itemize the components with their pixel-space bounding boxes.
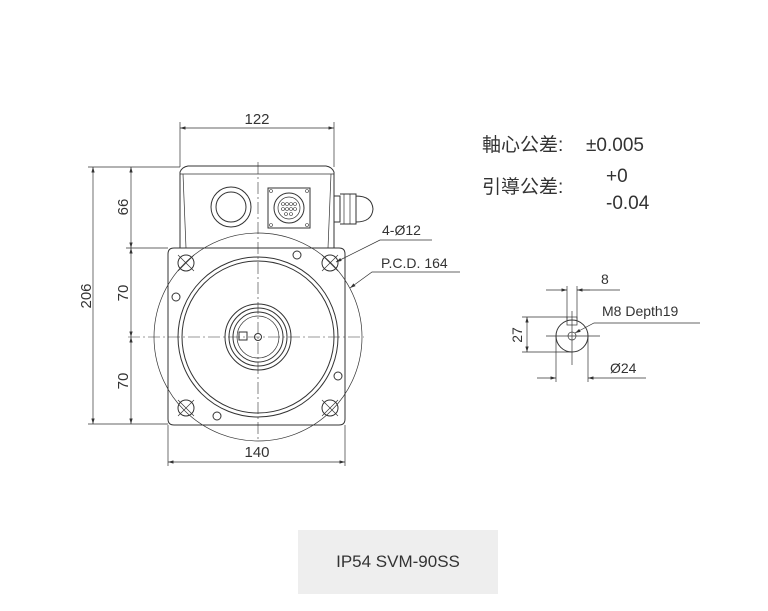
shaft-end-detail: 8 M8 Depth19 27 Ø24 <box>509 271 700 382</box>
svg-text:27: 27 <box>509 327 525 343</box>
dimension-140: 140 <box>167 425 346 466</box>
svg-text:66: 66 <box>115 199 132 216</box>
svg-text:4-Ø12: 4-Ø12 <box>382 222 421 238</box>
svg-text:Ø24: Ø24 <box>610 360 637 376</box>
svg-text:軸心公差:: 軸心公差: <box>482 134 563 156</box>
svg-text:206: 206 <box>78 283 95 308</box>
dimension-122: 122 <box>179 111 335 167</box>
svg-text:70: 70 <box>115 373 132 390</box>
svg-text:8: 8 <box>601 271 609 287</box>
tolerances: 軸心公差: ±0.005 引導公差: +0 -0.04 <box>482 134 650 214</box>
svg-text:140: 140 <box>244 444 269 461</box>
terminal-box <box>179 165 374 249</box>
leader-pcd: P.C.D. 164 <box>349 255 460 289</box>
svg-text:-0.04: -0.04 <box>606 193 650 214</box>
svg-text:P.C.D. 164: P.C.D. 164 <box>381 255 448 271</box>
svg-text:±0.005: ±0.005 <box>586 135 644 156</box>
svg-text:+0: +0 <box>606 166 628 187</box>
dimension-left: 206 66 70 70 <box>78 166 180 425</box>
svg-text:M8 Depth19: M8 Depth19 <box>602 303 678 319</box>
flange <box>128 162 364 442</box>
leader-bolt-holes: 4-Ø12 <box>335 222 432 263</box>
svg-text:70: 70 <box>115 285 132 302</box>
svg-text:122: 122 <box>244 111 269 128</box>
bolt-holes <box>177 254 339 417</box>
model-caption: IP54 SVM-90SS <box>298 530 498 594</box>
svg-text:引導公差:: 引導公差: <box>482 176 563 198</box>
